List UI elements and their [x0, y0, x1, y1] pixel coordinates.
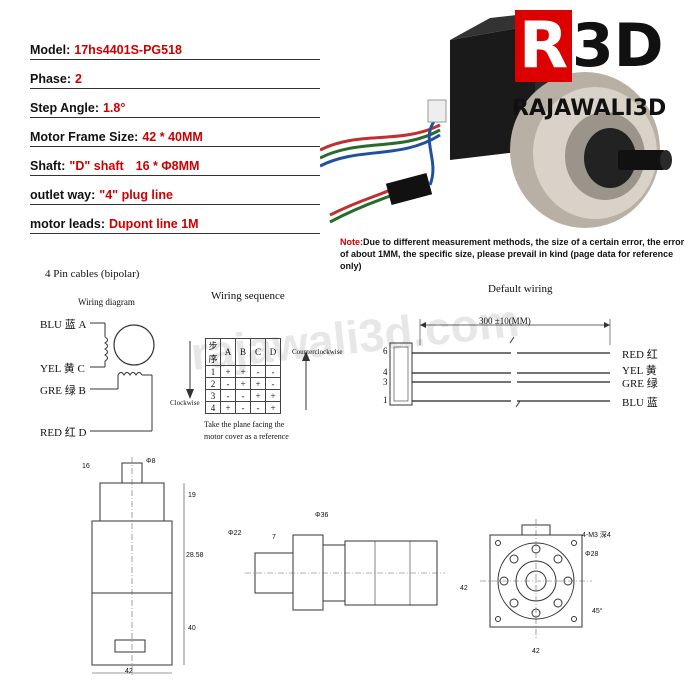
logo-mark: R [515, 10, 572, 82]
wiring-diagram-title: Wiring diagram [78, 297, 135, 307]
wire-length: 300 ±10(MM) [479, 316, 531, 326]
wire-label-red: RED 红 [622, 349, 658, 361]
table-row: 2-++- [205, 377, 281, 390]
logo-name: RAJAWALI3D [512, 96, 667, 121]
table-row: 4+--+ [205, 401, 281, 414]
default-wiring-title: Default wiring [488, 283, 553, 295]
dim-gear-d22: Φ22 [228, 530, 242, 537]
dim-gear-d36: Φ36 [315, 512, 329, 519]
default-wiring-drawing [389, 319, 611, 408]
side-view-drawing [91, 457, 185, 675]
lead-a: BLU 蓝 A [40, 319, 87, 331]
rotation-arrows [186, 341, 310, 410]
logo-mark-3d: 3D [572, 11, 664, 81]
dim-side-16: 16 [82, 463, 90, 470]
pin-6: 6 [383, 346, 388, 356]
wiring-sequence-title: Wiring sequence [211, 290, 285, 302]
lead-d: RED 红 D [40, 427, 87, 439]
dim-side-d8: Φ8 [146, 458, 156, 465]
sequence-caption-2: motor cover as a reference [204, 432, 289, 441]
gear-view-drawing [245, 534, 445, 611]
clockwise-label: Clockwise [170, 399, 200, 407]
wire-label-green: GRE 绿 [622, 378, 658, 390]
dim-front-42w: 42 [532, 648, 540, 655]
spec-phase: Phase:2 [30, 64, 320, 89]
counterclockwise-label: Counterclockwise [292, 348, 343, 356]
spec-step-angle: Step Angle:1.8° [30, 93, 320, 118]
dim-side-40: 40 [188, 625, 196, 632]
wire-label-yellow: YEL 黄 [622, 365, 657, 377]
dim-front-m3: 4-M3 深4 [582, 532, 611, 539]
spec-model: Model:17hs4401S-PG518 [30, 35, 320, 60]
pin-4: 4 [383, 367, 388, 377]
dim-side-19: 19 [188, 492, 196, 499]
spec-outlet-way: outlet way:"4" plug line [30, 180, 320, 205]
dim-front-angle: 45° [592, 608, 603, 615]
front-view-drawing [480, 519, 592, 639]
spec-frame-size: Motor Frame Size:42 * 40MM [30, 122, 320, 147]
dim-gear-7: 7 [272, 534, 276, 541]
lead-c: YEL 黄 C [40, 363, 85, 375]
pin-cables-title: 4 Pin cables (bipolar) [45, 268, 140, 280]
spec-motor-leads: motor leads:Dupont line 1M [30, 209, 320, 234]
measurement-note: Note:Due to different measurement method… [340, 237, 685, 272]
table-row: 3--++ [205, 389, 281, 402]
pin-3: 3 [383, 377, 388, 387]
dim-front-d28: Φ28 [585, 551, 599, 558]
wire-label-blue: BLU 蓝 [622, 397, 658, 409]
dim-side-28: 28.58 [186, 552, 204, 559]
sequence-caption-1: Take the plane facing the [204, 420, 285, 429]
pin-1: 1 [383, 395, 388, 405]
dim-front-42h: 42 [460, 585, 468, 592]
lead-b: GRE 绿 B [40, 385, 86, 397]
dim-side-42: 42 [125, 668, 133, 675]
wiring-diagram [90, 322, 155, 432]
